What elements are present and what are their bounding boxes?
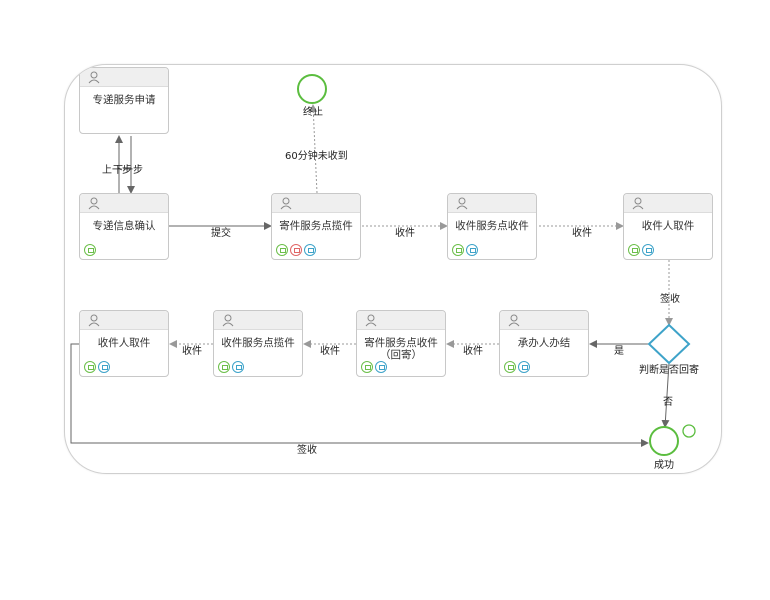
- user-icon: [632, 197, 644, 210]
- user-icon: [88, 197, 100, 210]
- message-badge-icon[interactable]: [466, 244, 478, 256]
- edge-label-submit: 提交: [211, 228, 231, 239]
- task-label: 收件人取件: [97, 337, 151, 349]
- gateway-label: 判断是否回寄: [639, 365, 699, 376]
- edge-label-prev: 上一步: [102, 165, 132, 176]
- task-header: [80, 311, 168, 330]
- task-confirm[interactable]: 专递信息确认: [79, 193, 169, 260]
- edge-label-no: 否: [663, 397, 673, 408]
- edge-label-receive-1: 收件: [395, 228, 415, 239]
- edge-label-receive-3: 收件: [463, 346, 483, 357]
- user-icon: [88, 314, 100, 327]
- decision-gateway[interactable]: [647, 323, 691, 365]
- message-badge-icon[interactable]: [642, 244, 654, 256]
- edge-send-to-terminate[interactable]: [309, 104, 318, 194]
- edge-label-receive-2: 收件: [572, 228, 592, 239]
- diagram-canvas: 终止 成功 判断是否回寄 上一步 下一步 提交 60分钟未收到 收件 收件 签收…: [64, 64, 722, 474]
- task-receiver-top[interactable]: 收件人取件: [623, 193, 713, 260]
- task-apply[interactable]: 专递服务申请: [79, 67, 169, 134]
- task-label: 收件服务点揽件: [221, 337, 295, 349]
- task-label: 寄件服务点揽件: [279, 220, 353, 232]
- message-badge-icon[interactable]: [98, 361, 110, 373]
- task-label: 承办人办结: [517, 337, 571, 349]
- form-badge-icon[interactable]: [218, 361, 230, 373]
- user-icon: [456, 197, 468, 210]
- form-badge-icon[interactable]: [276, 244, 288, 256]
- task-label: 寄件服务点收件（回寄）: [364, 337, 438, 361]
- message-badge-icon[interactable]: [304, 244, 316, 256]
- task-send-point[interactable]: 寄件服务点揽件: [271, 193, 361, 260]
- task-receiver-bottom[interactable]: 收件人取件: [79, 310, 169, 377]
- form-badge-icon[interactable]: [361, 361, 373, 373]
- success-label: 成功: [654, 460, 674, 471]
- message-badge-icon[interactable]: [232, 361, 244, 373]
- edge-receiver-to-success[interactable]: [70, 343, 649, 447]
- form-badge-icon[interactable]: [628, 244, 640, 256]
- form-badge-icon[interactable]: [452, 244, 464, 256]
- edge-label-sign-1: 签收: [660, 294, 680, 305]
- task-recv-point[interactable]: 收件服务点收件: [447, 193, 537, 260]
- task-label: 专递信息确认: [92, 220, 156, 232]
- task-header: [448, 194, 536, 213]
- task-send-point-return[interactable]: 寄件服务点收件（回寄）: [356, 310, 446, 377]
- task-handler[interactable]: 承办人办结: [499, 310, 589, 377]
- edge-label-receive-5: 收件: [182, 346, 202, 357]
- form-badge-icon[interactable]: [84, 244, 96, 256]
- task-header: [80, 194, 168, 213]
- user-icon: [222, 314, 234, 327]
- edge-label-sign-2: 签收: [297, 445, 317, 456]
- task-label: 收件人取件: [641, 220, 695, 232]
- success-event[interactable]: [649, 426, 679, 456]
- task-label: 收件服务点收件: [455, 220, 529, 232]
- message-badge-icon[interactable]: [518, 361, 530, 373]
- task-label: 专递服务申请: [92, 94, 156, 106]
- user-icon: [365, 314, 377, 327]
- terminate-event[interactable]: [297, 74, 327, 104]
- success-event-badge: [682, 424, 696, 438]
- message-badge-icon[interactable]: [375, 361, 387, 373]
- task-header: [500, 311, 588, 330]
- user-icon: [508, 314, 520, 327]
- task-recv-point-return[interactable]: 收件服务点揽件: [213, 310, 303, 377]
- task-header: [357, 311, 445, 330]
- edge-gateway-to-success[interactable]: [661, 362, 670, 428]
- edge-label-timeout: 60分钟未收到: [285, 151, 348, 162]
- edge-label-receive-4: 收件: [320, 346, 340, 357]
- task-header: [80, 68, 168, 87]
- terminate-label: 终止: [303, 107, 323, 118]
- edge-label-next: 下一步: [113, 165, 143, 176]
- task-header: [624, 194, 712, 213]
- user-icon: [88, 71, 100, 84]
- user-icon: [280, 197, 292, 210]
- task-header: [214, 311, 302, 330]
- edge-label-yes: 是: [614, 346, 624, 357]
- task-header: [272, 194, 360, 213]
- connector-layer: [70, 74, 696, 456]
- form-badge-icon[interactable]: [84, 361, 96, 373]
- form-badge-icon[interactable]: [504, 361, 516, 373]
- timer-badge-icon[interactable]: [290, 244, 302, 256]
